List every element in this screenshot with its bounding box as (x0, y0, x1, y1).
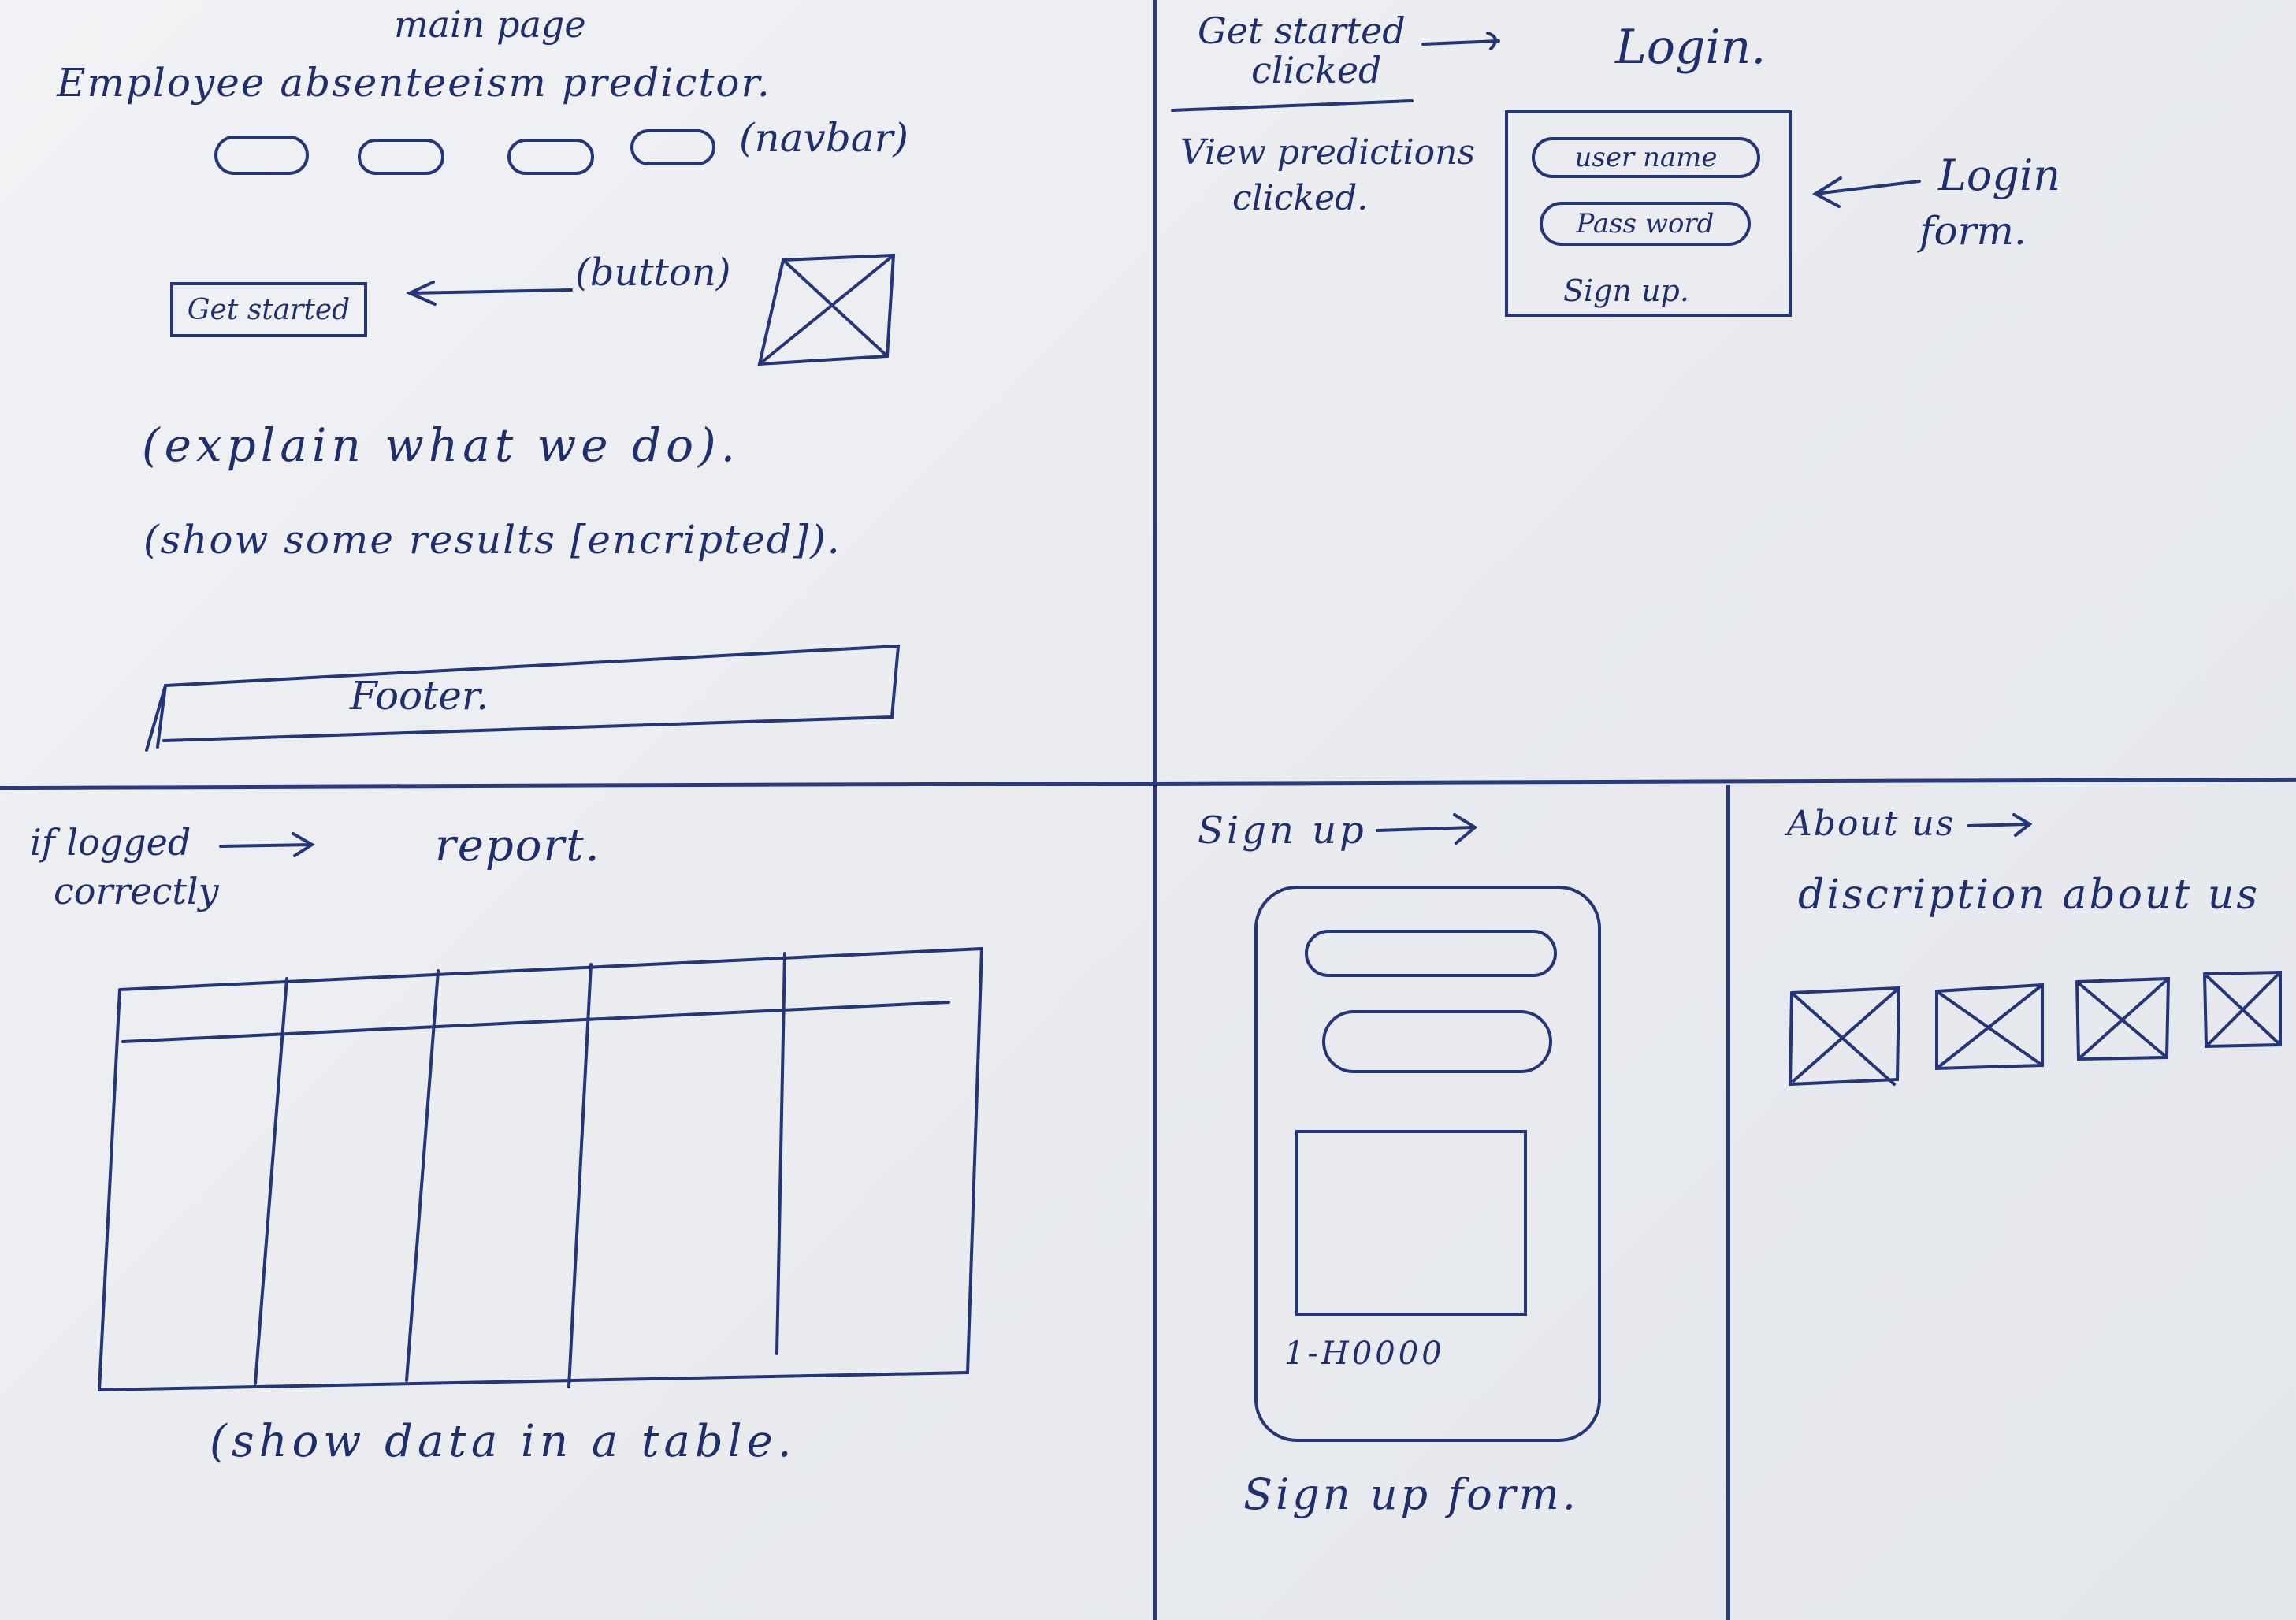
signup-form-label: Sign up form. (1243, 1470, 1579, 1519)
get-started-note-line2: clicked (1251, 49, 1382, 91)
signup-form: 1-H0000 (1254, 886, 1601, 1442)
arrow-icon (1421, 32, 1500, 50)
username-placeholder: user name (1574, 142, 1718, 173)
report-title: report. (435, 820, 601, 871)
signup-link[interactable]: Sign up. (1563, 273, 1689, 308)
signup-title: Sign up (1198, 808, 1367, 853)
signup-image-area[interactable] (1295, 1130, 1527, 1316)
nav-item[interactable] (507, 139, 594, 175)
arrow-icon (219, 832, 315, 857)
report-table[interactable] (95, 944, 985, 1401)
login-form-label-line2: form. (1919, 208, 2027, 254)
nav-item[interactable] (214, 136, 309, 175)
view-predictions-line1: View predictions (1180, 132, 1476, 173)
signup-field[interactable] (1322, 1010, 1552, 1073)
password-placeholder: Pass word (1576, 208, 1715, 240)
about-title: About us (1787, 804, 1956, 844)
footer-label: Footer. (350, 673, 489, 719)
report-condition-line2: correctly (54, 870, 219, 912)
footer-box (145, 644, 901, 752)
arrow-icon (406, 281, 573, 306)
report-condition-line1: if logged (30, 821, 191, 864)
get-started-button-label: Get started (187, 293, 351, 326)
vertical-divider-right (1726, 785, 1730, 1620)
login-form: user name Pass word Sign up. (1505, 110, 1792, 317)
explain-text: (explain what we do). (142, 418, 741, 472)
arrow-icon (1967, 813, 2033, 837)
image-placeholder-icon (2075, 976, 2171, 1061)
nav-item[interactable] (630, 129, 715, 165)
image-placeholder-icon (1788, 986, 1901, 1087)
main-page-heading: main page (394, 3, 586, 46)
arrow-icon (1376, 813, 1478, 845)
navbar-label: (navbar) (739, 115, 908, 161)
username-field[interactable]: user name (1532, 137, 1760, 178)
login-title: Login. (1615, 20, 1767, 75)
button-annotation: (button) (575, 251, 731, 295)
image-placeholder-icon (1935, 983, 2044, 1071)
nav-item[interactable] (358, 139, 444, 175)
get-started-button[interactable]: Get started (170, 282, 367, 337)
report-caption: (show data in a table. (210, 1416, 797, 1467)
signup-field[interactable] (1305, 930, 1557, 977)
get-started-note-line1: Get started (1198, 9, 1406, 52)
results-text: (show some results [encripted]). (143, 517, 841, 563)
separator-line (1171, 99, 1414, 112)
vertical-divider-center (1153, 0, 1157, 1620)
image-placeholder-icon (757, 253, 896, 366)
about-description: discription about us (1798, 871, 2261, 919)
arrow-icon (1812, 176, 1921, 208)
view-predictions-line2: clicked. (1232, 178, 1369, 218)
app-title: Employee absenteeism predictor. (57, 60, 771, 106)
password-field[interactable]: Pass word (1540, 202, 1751, 246)
login-form-label-line1: Login (1938, 150, 2060, 200)
signup-code-text: 1-H0000 (1284, 1336, 1445, 1372)
image-placeholder-icon (2203, 970, 2282, 1049)
